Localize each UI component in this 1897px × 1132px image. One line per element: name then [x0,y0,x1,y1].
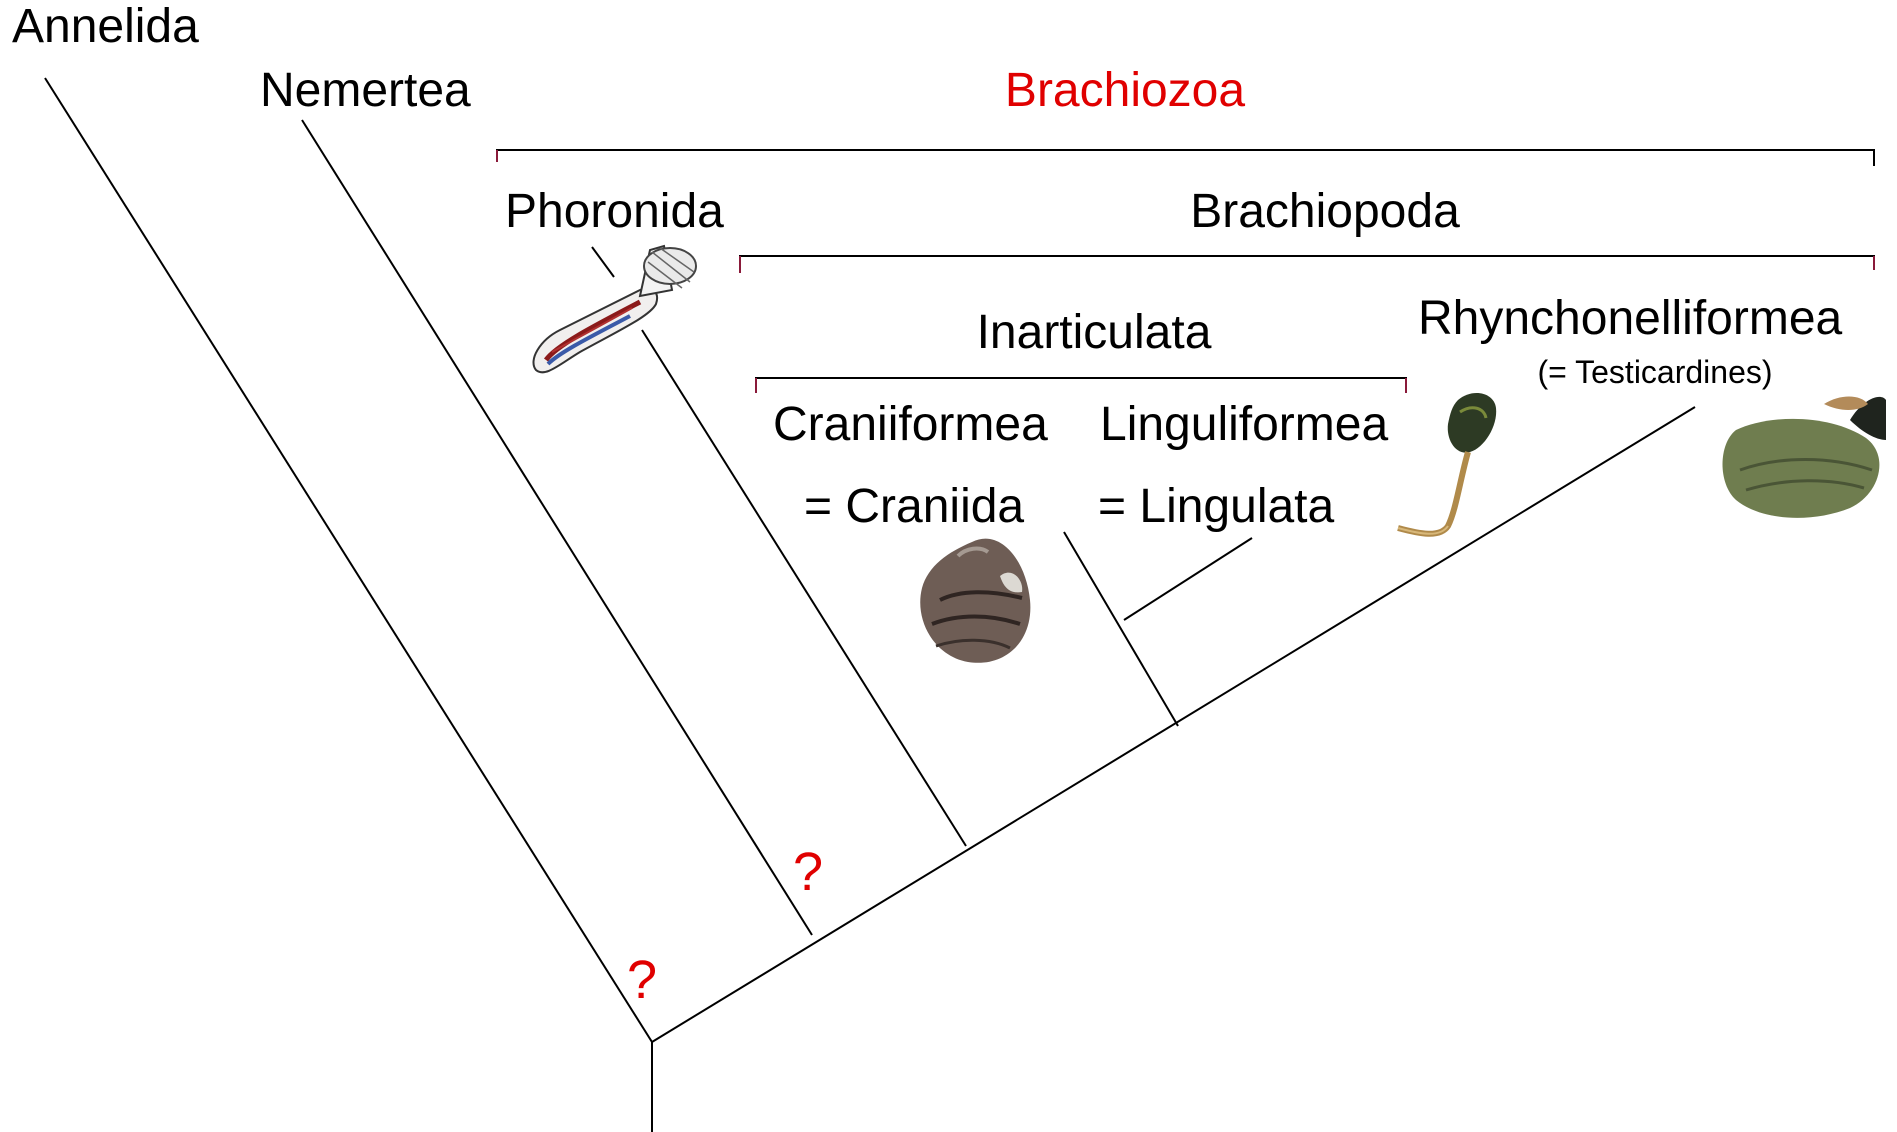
label-craniida: = Craniida [804,480,1024,533]
label-brachiozoa: Brachiozoa [1005,64,1245,117]
label-nemertea: Nemertea [260,64,471,117]
branch-phoronida-tip [592,247,614,277]
lingula-illustration [1398,393,1496,534]
bracket-inarticulata [756,378,1406,393]
bracket-brachiopoda [740,256,1874,273]
label-craniiformea: Craniiformea [773,398,1048,451]
branch-inarticulata-stem [1064,532,1178,726]
uncertain-mark-nemertea: ? [793,842,823,902]
craniid-shell-illustration [920,539,1030,663]
uncertain-mark-annelida: ? [627,950,657,1010]
branch-nemertea [302,120,812,935]
label-phoronida: Phoronida [505,185,724,238]
phoronid-worm-illustration [533,246,696,372]
rhynchonelliform-shell-illustration [1723,397,1887,518]
label-rhynchonelliformea: Rhynchonelliformea [1418,292,1843,345]
label-lingulata: = Lingulata [1098,480,1335,533]
label-brachiopoda: Brachiopoda [1190,185,1460,238]
bracket-brachiozoa [497,150,1874,166]
label-linguliformea: Linguliformea [1100,398,1388,451]
label-inarticulata: Inarticulata [977,306,1212,359]
branch-linguliformea [1124,538,1252,620]
label-annelida: Annelida [12,0,199,53]
label-testicardines: (= Testicardines) [1537,354,1772,390]
